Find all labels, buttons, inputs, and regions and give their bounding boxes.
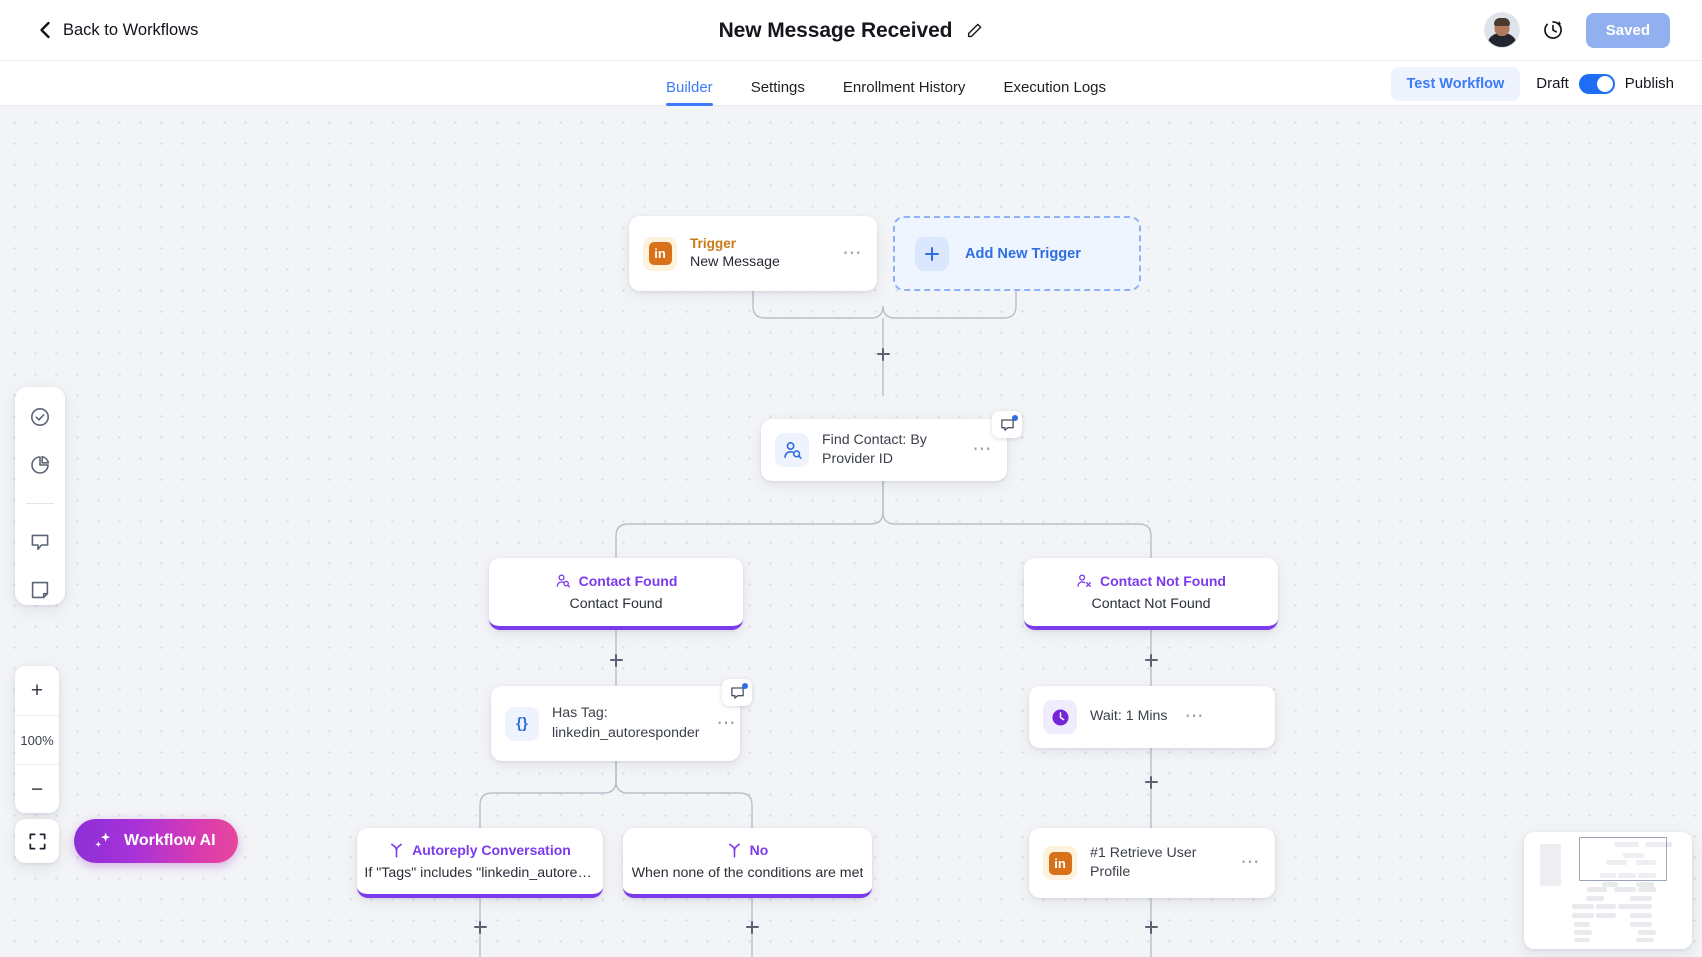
publish-toggle[interactable] [1578,73,1615,94]
tab-execution-logs[interactable]: Execution Logs [1003,78,1107,96]
workflow-ai-label: Workflow AI [124,832,216,849]
branch-icon [391,843,403,857]
zoom-level-label[interactable]: 100% [15,715,59,764]
sticky-note-icon[interactable] [28,578,52,602]
add-step-button-contact-found[interactable] [605,649,627,671]
contact-search-icon [775,433,809,467]
back-to-workflows-button[interactable]: Back to Workflows [38,21,198,40]
comment-icon[interactable] [28,530,52,554]
canvas-tool-panel [15,387,65,605]
pencil-icon[interactable] [965,22,983,40]
publish-label: Publish [1624,75,1674,92]
node-contact-found[interactable]: Contact Found Contact Found [489,558,743,630]
node-has-tag-label: Has Tag: linkedin_autoresponder [552,705,700,741]
tab-bar-actions: Test Workflow Draft Publish [1390,61,1674,106]
branch-icon [728,843,740,857]
zoom-in-button[interactable]: + [30,679,44,702]
node-autoreply-conversation[interactable]: Autoreply Conversation If "Tags" include… [357,828,603,898]
node-no-branch[interactable]: No When none of the conditions are met [623,828,872,898]
node-no-branch-head: No [727,841,769,858]
sparkle-icon [95,832,111,848]
zoom-controls: + 100% − [15,666,59,813]
tab-enrollment-history[interactable]: Enrollment History [842,78,966,96]
node-contact-not-found-head: Contact Not Found [1076,573,1226,589]
clock-history-icon[interactable] [1542,19,1564,41]
fit-to-screen-icon [28,832,46,850]
linkedin-icon: in [1043,846,1077,880]
node-retrieve-user-profile[interactable]: in #1 Retrieve User Profile ⋯ [1029,828,1275,898]
node-contact-not-found-title: Contact Not Found [1100,572,1226,589]
add-step-button-no-branch[interactable] [741,916,763,938]
workflow-canvas[interactable]: in Trigger New Message ⋯ Add New Trigger [0,106,1702,957]
workflow-ai-button[interactable]: Workflow AI [74,819,238,863]
add-step-button-retrieve[interactable] [1140,916,1162,938]
zoom-out-button[interactable]: − [15,764,59,813]
plus-icon [915,236,949,271]
ellipsis-icon[interactable]: ⋯ [1240,852,1261,874]
minimap[interactable] [1524,832,1692,949]
add-step-button-wait[interactable] [1140,771,1162,793]
comment-badge-find-contact[interactable] [992,411,1022,438]
draft-label: Draft [1536,75,1569,92]
add-new-trigger-button[interactable]: Add New Trigger [893,216,1141,291]
save-button[interactable]: Saved [1585,12,1670,48]
contact-not-found-icon [1077,574,1091,587]
node-autoreply-title: Autoreply Conversation [412,841,571,858]
node-contact-found-head: Contact Found [555,572,678,589]
ellipsis-icon[interactable]: ⋯ [716,712,738,734]
top-bar-actions: Saved [1483,12,1670,48]
pie-chart-icon[interactable] [28,453,52,477]
fit-to-screen-button[interactable] [15,819,59,863]
clock-icon [1043,700,1077,734]
tab-list: Builder Settings Enrollment History Exec… [596,61,1106,106]
add-new-trigger-label: Add New Trigger [965,245,1081,262]
add-step-button-trigger[interactable] [872,343,894,365]
node-autoreply-head: Autoreply Conversation [389,842,571,858]
add-step-button-contact-not-found[interactable] [1140,649,1162,671]
minimap-viewport[interactable] [1579,837,1667,881]
avatar[interactable] [1483,12,1520,48]
node-find-contact[interactable]: Find Contact: By Provider ID ⋯ [761,419,1007,481]
node-autoreply-subtitle: If "Tags" includes "linkedin_autoresp… [364,864,596,881]
linkedin-icon: in [643,236,677,271]
tab-builder[interactable]: Builder [665,80,713,106]
add-step-button-autoreply[interactable] [469,916,491,938]
ellipsis-icon[interactable]: ⋯ [972,439,993,461]
tool-divider [26,503,54,504]
tab-bar: Builder Settings Enrollment History Exec… [0,61,1702,106]
contact-found-icon [556,574,570,588]
node-trigger-text: Trigger New Message [690,236,825,271]
chevron-left-icon [40,21,50,39]
node-trigger-subtitle: New Message [690,253,780,270]
node-contact-found-title: Contact Found [578,572,678,589]
page-title: New Message Received [718,18,953,42]
node-contact-found-subtitle: Contact Found [569,595,663,612]
publish-toggle-group: Draft Publish [1536,73,1674,94]
node-contact-not-found-subtitle: Contact Not Found [1091,595,1211,612]
top-bar: Back to Workflows New Message Received S… [0,0,1702,61]
comment-badge-has-tag[interactable] [722,679,752,706]
braces-icon: {} [505,706,539,741]
node-contact-not-found[interactable]: Contact Not Found Contact Not Found [1024,558,1278,630]
back-to-workflows-label: Back to Workflows [63,20,199,39]
node-wait[interactable]: Wait: 1 Mins ⋯ [1029,686,1275,748]
node-trigger[interactable]: in Trigger New Message ⋯ [629,216,877,291]
test-workflow-button[interactable]: Test Workflow [1390,66,1521,101]
ellipsis-icon[interactable]: ⋯ [842,242,863,264]
node-no-branch-subtitle: When none of the conditions are met [631,864,864,881]
ellipsis-icon[interactable]: ⋯ [1184,706,1206,728]
node-find-contact-label: Find Contact: By Provider ID [822,431,927,467]
node-wait-label: Wait: 1 Mins [1090,708,1168,725]
tab-settings[interactable]: Settings [750,78,805,96]
node-has-tag[interactable]: {} Has Tag: linkedin_autoresponder ⋯ [491,686,740,761]
node-trigger-title: Trigger [690,235,737,251]
check-circle-icon[interactable] [28,405,52,429]
node-no-branch-title: No [749,841,769,858]
node-retrieve-user-profile-label: #1 Retrieve User Profile [1090,844,1197,880]
workflow-title-group: New Message Received [0,0,1702,61]
